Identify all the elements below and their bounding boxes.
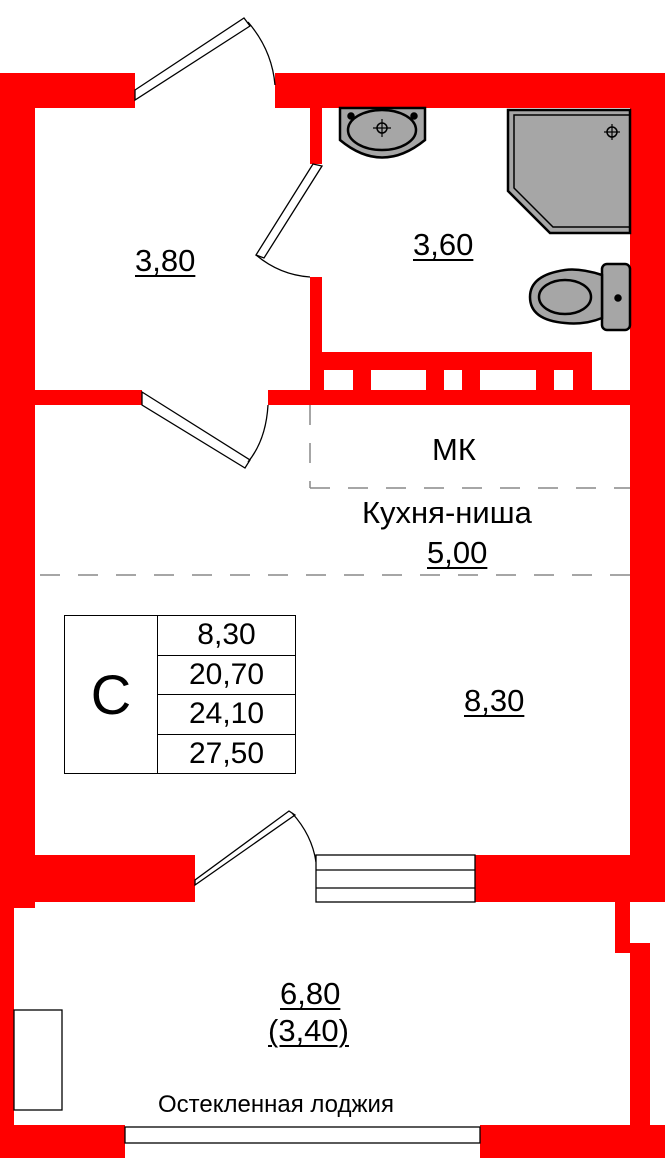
loggia-area-reduced: (3,40)	[268, 1013, 349, 1048]
kitchen-niche-outline	[40, 405, 630, 576]
sink-icon	[338, 106, 427, 159]
living-area: 8,30	[464, 683, 525, 718]
shower-tray-icon	[506, 108, 632, 235]
entry-door	[134, 17, 276, 102]
kitchen-name: Кухня-ниша	[362, 495, 532, 530]
bathroom-area: 3,60	[413, 227, 474, 262]
loggia-area: 6,80	[280, 976, 341, 1011]
loggia-window	[124, 1126, 481, 1144]
hall-area: 3,80	[135, 243, 196, 278]
legend-value: 27,50	[188, 736, 265, 770]
toilet-icon	[528, 262, 632, 332]
hall-door	[141, 390, 269, 469]
bathroom-door	[255, 163, 324, 278]
balcony-door	[194, 810, 476, 903]
legend-type: С	[65, 616, 158, 773]
kitchen-code: МК	[432, 432, 476, 467]
apartment-legend: С 8,30 20,70 24,10 27,50	[64, 615, 296, 774]
legend-value: 20,70	[158, 656, 295, 695]
loggia-cabinet	[13, 1009, 63, 1111]
legend-values: 8,30 20,70 24,10 27,50	[158, 616, 295, 773]
walls	[0, 73, 665, 1158]
kitchen-area: 5,00	[427, 535, 488, 570]
legend-value: 8,30	[158, 616, 295, 656]
legend-value: 24,10	[158, 695, 295, 735]
loggia-name: Остекленная лоджия	[158, 1091, 394, 1118]
